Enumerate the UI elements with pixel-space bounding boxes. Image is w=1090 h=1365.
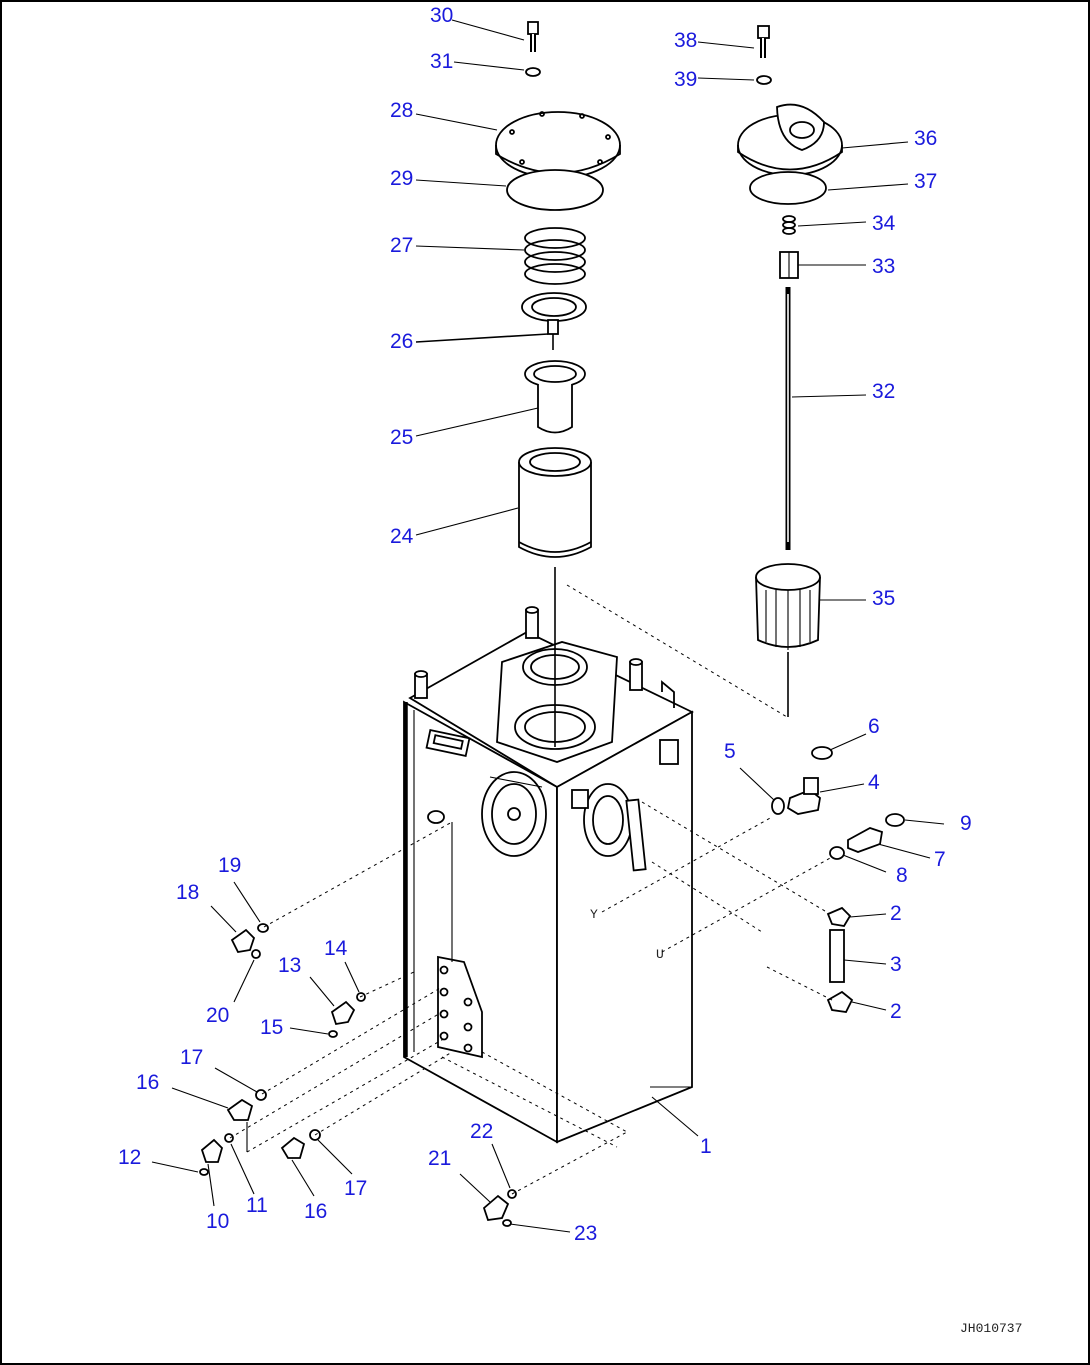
gasket-29 <box>506 169 604 211</box>
callout-24: 24 <box>390 525 414 548</box>
svg-text:U: U <box>656 947 664 962</box>
cover-28 <box>495 111 621 179</box>
callout-9: 9 <box>960 812 972 835</box>
callout-30: 30 <box>430 4 453 27</box>
callout-17-lower: 17 <box>344 1177 367 1200</box>
filter-element-24 <box>518 462 592 558</box>
callout-31: 31 <box>430 50 453 73</box>
callout-34: 34 <box>872 212 896 235</box>
callout-2-lower: 2 <box>890 1000 902 1023</box>
callout-3: 3 <box>890 953 902 976</box>
callout-36: 36 <box>914 127 937 150</box>
callout-22: 22 <box>470 1120 493 1143</box>
tank-bracket <box>437 955 483 1059</box>
side-cover-right <box>583 783 633 857</box>
callout-labels: 30 31 28 29 27 26 25 24 38 39 36 37 34 3… <box>118 4 972 1245</box>
callout-33: 33 <box>872 255 895 278</box>
callout-11: 11 <box>246 1194 268 1217</box>
svg-text:Y: Y <box>590 907 598 922</box>
callout-25: 25 <box>390 426 413 449</box>
callout-21: 21 <box>428 1147 451 1170</box>
callout-32: 32 <box>872 380 895 403</box>
callout-26: 26 <box>390 330 413 353</box>
callout-13: 13 <box>278 954 301 977</box>
callout-39: 39 <box>674 68 697 91</box>
callout-12: 12 <box>118 1146 141 1169</box>
drawing-code: JH010737 <box>960 1321 1022 1336</box>
callout-37: 37 <box>914 170 937 193</box>
callout-14: 14 <box>324 937 348 960</box>
callout-23: 23 <box>574 1222 597 1245</box>
hydraulic-tank <box>403 606 694 1144</box>
callout-7: 7 <box>934 848 946 871</box>
assembly-lines <box>229 584 833 1195</box>
leader-lines <box>151 19 945 1233</box>
callout-6: 6 <box>868 715 880 738</box>
callout-38: 38 <box>674 29 697 52</box>
tank-right-face <box>556 710 693 1144</box>
callout-17-upper: 17 <box>180 1046 203 1069</box>
callout-19: 19 <box>218 854 241 877</box>
strainer-stack <box>495 21 621 747</box>
gasket-37 <box>749 171 827 205</box>
callout-4: 4 <box>868 771 880 794</box>
callout-27: 27 <box>390 234 413 257</box>
breather-stack <box>737 25 843 717</box>
callout-35: 35 <box>872 587 895 610</box>
callout-5: 5 <box>724 740 736 763</box>
callout-16-lower: 16 <box>304 1200 327 1223</box>
callout-2-upper: 2 <box>890 902 902 925</box>
callout-8: 8 <box>896 864 908 887</box>
callout-20: 20 <box>206 1004 229 1027</box>
callout-16-upper: 16 <box>136 1071 159 1094</box>
callout-29: 29 <box>390 167 413 190</box>
callout-10: 10 <box>206 1210 229 1233</box>
callout-28: 28 <box>390 99 413 122</box>
callout-15: 15 <box>260 1016 283 1039</box>
callout-1: 1 <box>700 1135 712 1158</box>
fittings: Y U <box>199 746 905 1227</box>
callout-18: 18 <box>176 881 199 904</box>
